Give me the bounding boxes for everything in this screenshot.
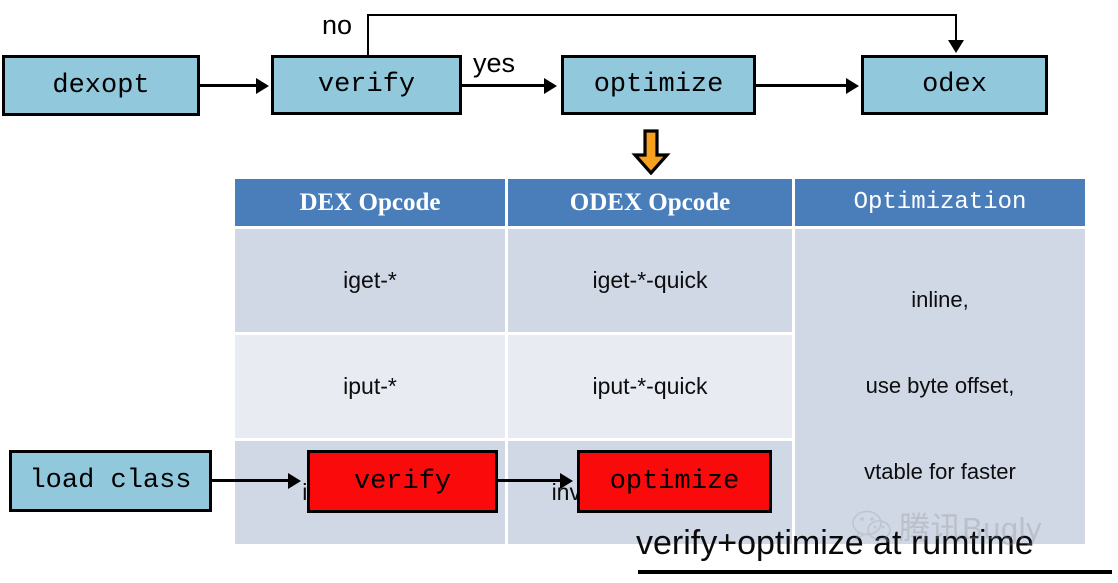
no-edge-horizontal xyxy=(367,14,957,16)
optimization-line-3: vtable for faster xyxy=(864,458,1016,484)
node-optimize-runtime[interactable]: optimize xyxy=(577,450,772,513)
node-odex-label: odex xyxy=(922,70,987,100)
edge-verify-optimize-runtime xyxy=(498,479,562,482)
edge-optimize-odex-arrowhead xyxy=(846,78,859,94)
edge-label-yes: yes xyxy=(473,48,516,78)
cell-dex-opcode: iput-* xyxy=(235,334,505,438)
node-dexopt-label: dexopt xyxy=(52,70,150,101)
no-edge-arrowhead xyxy=(948,40,964,53)
edge-dexopt-verify xyxy=(200,84,258,87)
node-odex[interactable]: odex xyxy=(861,55,1048,115)
edge-verify-optimize-arrowhead xyxy=(544,78,557,94)
node-optimize-label: optimize xyxy=(593,70,724,100)
edge-loadclass-verify-arrowhead xyxy=(288,473,301,489)
node-verify-runtime-label: verify xyxy=(353,466,452,497)
node-verify-label: verify xyxy=(317,70,416,100)
edge-optimize-odex xyxy=(756,84,848,87)
edge-dexopt-verify-arrowhead xyxy=(256,78,269,94)
optimization-line-2: use byte offset, xyxy=(865,372,1015,398)
table-header-optimization: Optimization xyxy=(795,179,1085,226)
no-edge-vertical-down xyxy=(955,14,957,42)
node-verify-runtime[interactable]: verify xyxy=(307,450,498,513)
node-optimize-runtime-label: optimize xyxy=(609,466,740,497)
edge-label-no: no xyxy=(322,10,353,40)
cell-odex-opcode: iput-*-quick xyxy=(508,334,792,438)
caption-underline xyxy=(638,570,1112,574)
edge-loadclass-verify xyxy=(212,479,290,482)
down-arrow-icon xyxy=(631,129,671,176)
node-dexopt[interactable]: dexopt xyxy=(2,55,200,116)
node-load-class-label: load class xyxy=(29,466,192,496)
table-row: iget-* iget-*-quick inline, use byte off… xyxy=(235,229,1085,544)
node-verify[interactable]: verify xyxy=(271,55,462,115)
no-edge-vertical-up xyxy=(367,14,369,56)
table-header-odex-opcode: ODEX Opcode xyxy=(508,179,792,226)
node-optimize[interactable]: optimize xyxy=(561,55,756,115)
edge-verify-optimize-runtime-arrowhead xyxy=(560,473,573,489)
node-load-class[interactable]: load class xyxy=(9,450,212,512)
cell-dex-opcode: iget-* xyxy=(235,229,505,332)
edge-verify-optimize xyxy=(462,84,546,87)
cell-odex-opcode: iget-*-quick xyxy=(508,229,792,332)
table-header-dex-opcode: DEX Opcode xyxy=(235,179,505,226)
table-header-row: DEX Opcode ODEX Opcode Optimization xyxy=(235,179,1085,226)
cell-optimization: inline, use byte offset, vtable for fast… xyxy=(795,229,1085,544)
optimization-line-1: inline, xyxy=(911,287,969,313)
runtime-caption: verify+optimize at rumtime xyxy=(636,524,1034,562)
table-row: iput-* iput-*-quick xyxy=(235,334,1085,438)
